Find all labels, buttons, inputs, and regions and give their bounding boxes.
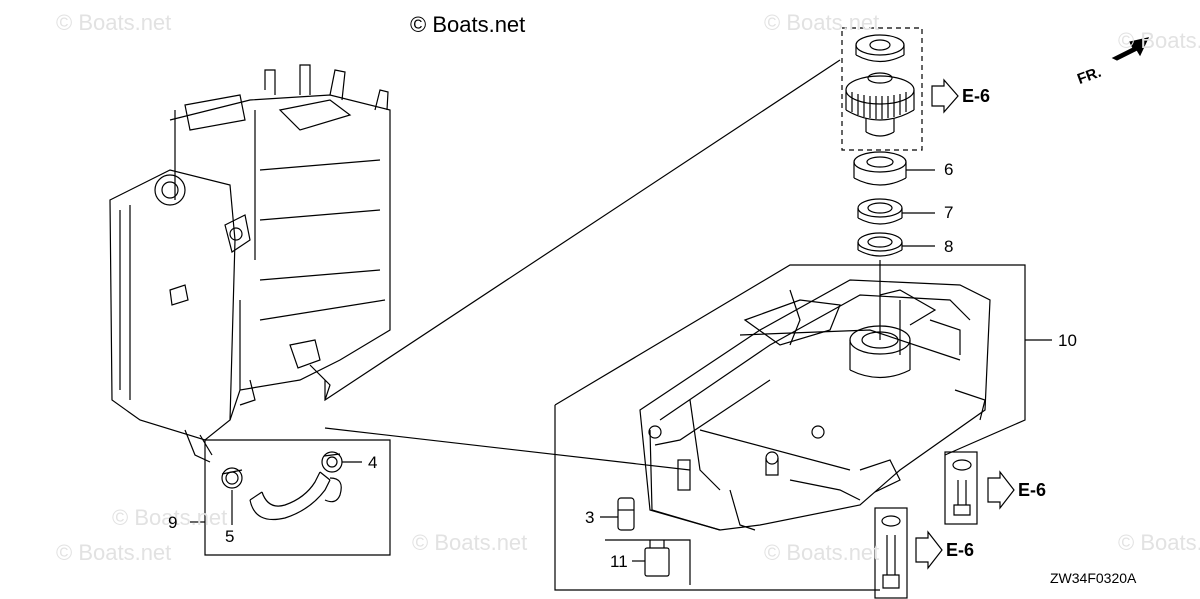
part-number-8: 8 bbox=[944, 237, 954, 256]
bolt-frame-right bbox=[944, 451, 978, 525]
ref-arrow-right bbox=[987, 470, 1015, 510]
forward-arrow bbox=[1111, 37, 1150, 61]
watermark: © Boats.net bbox=[56, 540, 172, 565]
watermark: © Boats.net bbox=[764, 540, 880, 565]
leader-engine-to-gear bbox=[324, 59, 841, 402]
leader-hose-to-case bbox=[324, 427, 691, 471]
watermark: © Boats.net bbox=[412, 530, 528, 555]
part-number-11: 11 bbox=[610, 552, 628, 571]
bearing bbox=[853, 151, 935, 186]
part-11-item bbox=[632, 540, 670, 577]
engine-block-illustration bbox=[109, 64, 391, 463]
hose-clamp-5 bbox=[221, 467, 243, 525]
ref-arrow-bottom bbox=[915, 530, 943, 570]
bolt-frame-bottom bbox=[874, 507, 908, 599]
bolt-bottom bbox=[881, 515, 901, 589]
hose-clamp-4 bbox=[321, 451, 362, 473]
part-11-frame bbox=[605, 539, 691, 585]
water-hose bbox=[249, 471, 342, 521]
part-number-10: 10 bbox=[1058, 331, 1077, 350]
oil-seal-7 bbox=[857, 198, 935, 225]
oil-seal-8 bbox=[857, 232, 935, 257]
copyright-notice: © Boats.net bbox=[410, 12, 526, 37]
watermark: © Boats.net bbox=[764, 10, 880, 35]
part-number-3: 3 bbox=[585, 508, 595, 527]
part-number-7: 7 bbox=[944, 203, 954, 222]
watermark: © Boats.net bbox=[56, 10, 172, 35]
gear-group-box bbox=[841, 27, 923, 151]
ref-label-top: E-6 bbox=[962, 86, 991, 106]
watermark: © Boats.net bbox=[1118, 530, 1200, 555]
ref-arrow-top bbox=[931, 78, 959, 114]
part-number-6: 6 bbox=[944, 160, 954, 179]
watermark: © Boats.net bbox=[1118, 28, 1200, 53]
part-number-5: 5 bbox=[225, 527, 235, 546]
part-number-9: 9 bbox=[168, 513, 178, 532]
grommet-3 bbox=[600, 497, 635, 531]
diagram-code: ZW34F0320A bbox=[1050, 570, 1137, 586]
oil-case-illustration bbox=[639, 279, 991, 531]
spline-washer bbox=[855, 34, 905, 63]
ref-label-bottom: E-6 bbox=[946, 540, 975, 560]
hose-group-frame bbox=[204, 439, 391, 556]
part-number-4: 4 bbox=[368, 453, 378, 472]
ref-label-right: E-6 bbox=[1018, 480, 1047, 500]
driven-gear bbox=[845, 72, 915, 137]
oil-case-frame bbox=[554, 405, 880, 591]
watermark: © Boats.net bbox=[112, 505, 228, 530]
bolt-right bbox=[952, 459, 972, 516]
